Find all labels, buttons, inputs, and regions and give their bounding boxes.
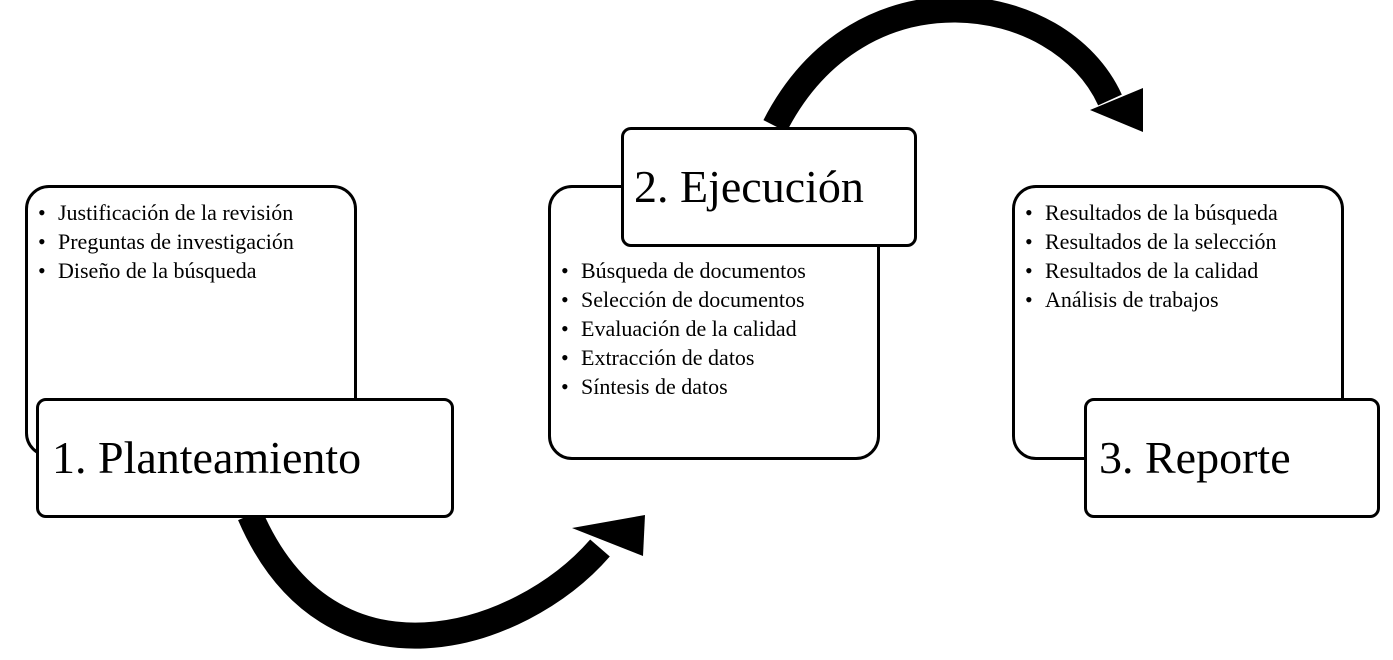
list-item: Justificación de la revisión	[38, 198, 294, 227]
stage3-items: Resultados de la búsqueda Resultados de …	[1025, 198, 1278, 314]
stage3-title: 3. Reporte	[1099, 432, 1291, 483]
stage3-title-box: 3. Reporte	[1084, 398, 1380, 518]
arrow-stage2-to-stage3	[763, 0, 1143, 132]
list-item: Diseño de la búsqueda	[38, 256, 294, 285]
list-item: Análisis de trabajos	[1025, 285, 1278, 314]
arrow-stage1-to-stage2	[238, 509, 645, 649]
stage2-items: Búsqueda de documentos Selección de docu…	[561, 256, 806, 401]
stage1-items: Justificación de la revisión Preguntas d…	[38, 198, 294, 285]
list-item: Selección de documentos	[561, 285, 806, 314]
list-item: Resultados de la selección	[1025, 227, 1278, 256]
list-item: Resultados de la calidad	[1025, 256, 1278, 285]
list-item: Resultados de la búsqueda	[1025, 198, 1278, 227]
stage2-title: 2. Ejecución	[634, 161, 864, 212]
list-item: Evaluación de la calidad	[561, 314, 806, 343]
list-item: Búsqueda de documentos	[561, 256, 806, 285]
stage1-title: 1. Planteamiento	[52, 432, 362, 483]
stage2-title-box: 2. Ejecución	[621, 127, 917, 247]
stage3-panel: Resultados de la búsqueda Resultados de …	[1012, 185, 1344, 460]
list-item: Preguntas de investigación	[38, 227, 294, 256]
stage1-title-box: 1. Planteamiento	[36, 398, 454, 518]
list-item: Síntesis de datos	[561, 372, 806, 401]
list-item: Extracción de datos	[561, 343, 806, 372]
